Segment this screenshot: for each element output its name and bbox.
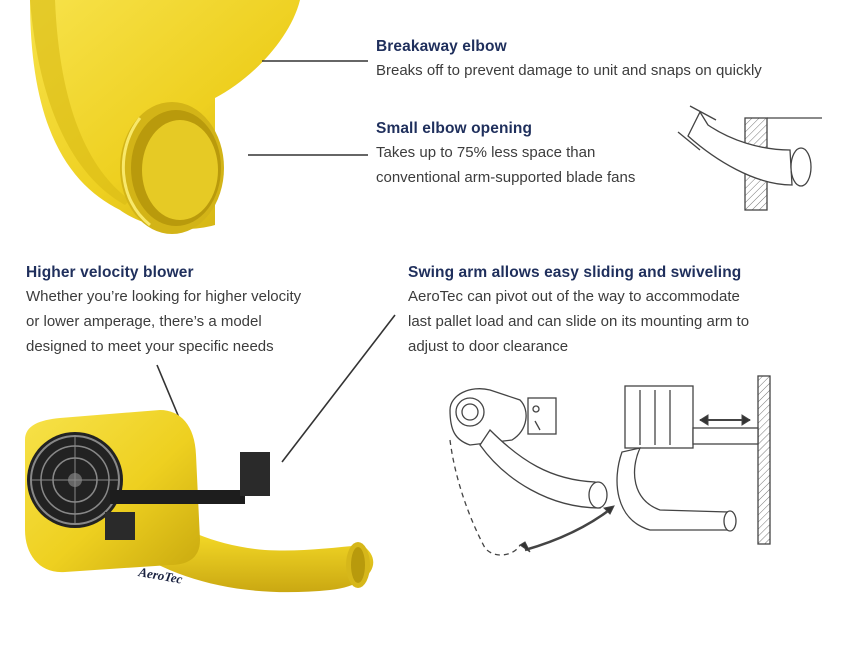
swing-body-line: last pallet load and can slide on its mo… — [408, 313, 750, 330]
elbow-wall-diagram — [677, 105, 822, 211]
velocity-callout: Higher velocity blower Whether you’re lo… — [26, 264, 376, 359]
small-opening-body-line: Takes up to 75% less space than — [376, 144, 596, 161]
breakaway-body-line: Breaks off to prevent damage to unit and… — [376, 62, 762, 79]
small-opening-body-line: conventional arm-supported blade fans — [376, 169, 636, 186]
velocity-body-line: designed to meet your specific needs — [26, 338, 274, 355]
swing-body-line: adjust to door clearance — [408, 338, 569, 355]
velocity-title: Higher velocity blower — [26, 264, 194, 281]
swing-title: Swing arm allows easy sliding and swivel… — [408, 264, 742, 281]
breakaway-elbow-photo — [30, 0, 300, 234]
velocity-leader-line — [156, 364, 181, 421]
velocity-body-line: Whether you’re looking for higher veloci… — [26, 288, 302, 305]
swing-callout: Swing arm allows easy sliding and swivel… — [408, 264, 838, 359]
breakaway-callout: Breakaway elbow Breaks off to prevent da… — [376, 38, 836, 83]
swing-body-line: AeroTec can pivot out of the way to acco… — [408, 288, 740, 305]
aerotec-blower-photo: AeroTec — [25, 410, 374, 593]
small-opening-callout: Small elbow opening Takes up to 75% less… — [376, 120, 676, 190]
small-opening-title: Small elbow opening — [376, 120, 533, 137]
swing-arm-diagram — [449, 375, 771, 556]
breakaway-title: Breakaway elbow — [376, 38, 507, 55]
swing-leader-line — [281, 314, 396, 463]
velocity-body-line: or lower amperage, there’s a model — [26, 313, 262, 330]
